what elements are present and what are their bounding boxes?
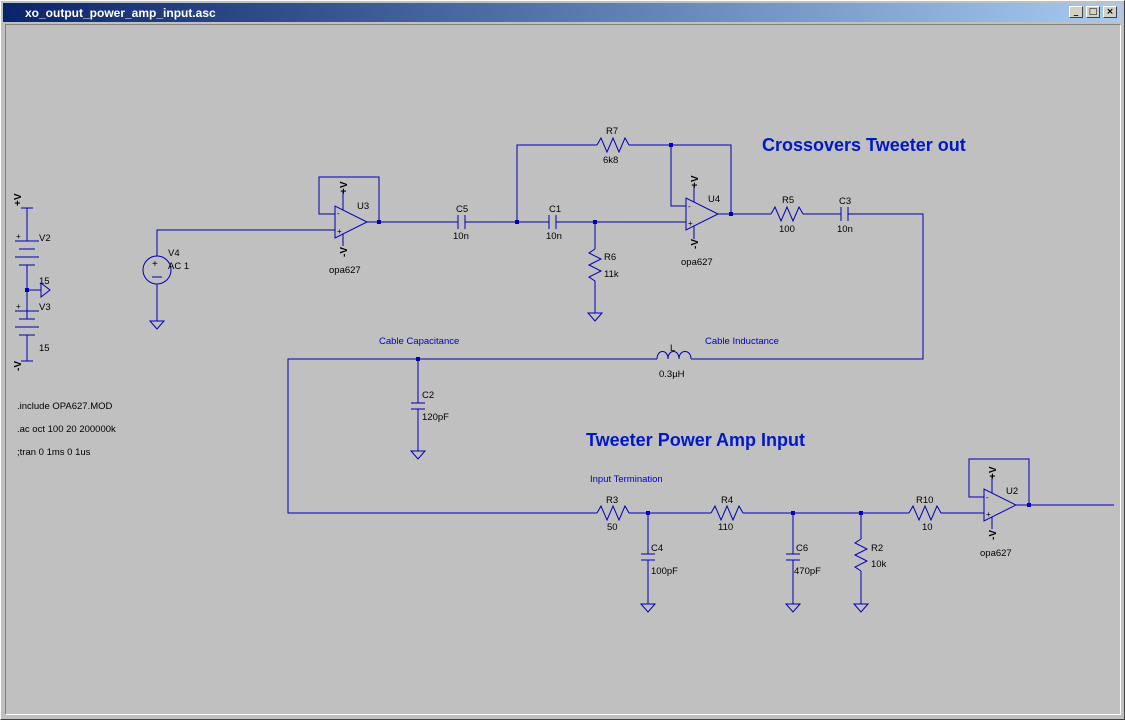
r7-value: 6k8 xyxy=(603,155,618,166)
u4-plus-v: +V xyxy=(690,175,701,188)
title-bar[interactable]: xo_output_power_amp_input.asc _ □ × xyxy=(3,3,1122,22)
svg-text:-: - xyxy=(688,202,691,211)
c1-value: 10n xyxy=(546,231,562,242)
v3-value: 15 xyxy=(39,343,50,354)
directive-include[interactable]: .include OPA627.MOD xyxy=(17,401,113,412)
u3-minus-v: -V xyxy=(339,247,350,257)
u2-name: U2 xyxy=(1006,486,1018,497)
r10-name: R10 xyxy=(916,495,933,506)
r3-value: 50 xyxy=(607,522,618,533)
resistor-r5[interactable]: R5 100 xyxy=(770,195,804,235)
inductor-l[interactable]: L 0.3µH xyxy=(656,343,692,380)
schematic-drawing[interactable]: Crossovers Tweeter out Tweeter Power Amp… xyxy=(6,25,1120,714)
svg-text:-: - xyxy=(337,209,340,218)
annotation-cable-capacitance: Cable Capacitance xyxy=(379,336,459,347)
resistor-r7[interactable]: R7 6k8 xyxy=(596,126,630,166)
svg-text:+: + xyxy=(16,302,21,311)
l-name: L xyxy=(670,343,675,354)
v4-name: V4 xyxy=(168,248,180,259)
svg-text:+: + xyxy=(152,259,158,270)
c1-name: C1 xyxy=(549,204,561,215)
v3-name: V3 xyxy=(39,302,51,313)
source-v4[interactable]: + V4 AC 1 xyxy=(142,229,335,330)
u2-model: opa627 xyxy=(980,548,1012,559)
c2-value: 120pF xyxy=(422,412,449,423)
resistor-r3[interactable]: R3 50 xyxy=(596,495,630,533)
u4-name: U4 xyxy=(708,194,720,205)
r5-name: R5 xyxy=(782,195,794,206)
cap-c2[interactable]: C2 120pF xyxy=(411,390,449,423)
c6-name: C6 xyxy=(796,543,808,554)
resistor-r2[interactable]: R2 10k xyxy=(853,538,887,572)
r3-name: R3 xyxy=(606,495,618,506)
resistor-r6[interactable]: R6 11k xyxy=(587,248,619,282)
cap-c4[interactable]: C4 100pF xyxy=(641,543,678,577)
svg-text:+: + xyxy=(337,227,342,236)
r4-name: R4 xyxy=(721,495,733,506)
opamp-u3[interactable]: - + +V -V U3 opa627 xyxy=(318,176,381,276)
opamp-u4[interactable]: - + +V -V U4 opa627 xyxy=(681,175,720,268)
r6-value: 11k xyxy=(604,269,619,280)
window-title: xo_output_power_amp_input.asc xyxy=(25,6,216,20)
r10-value: 10 xyxy=(922,522,933,533)
cap-c3[interactable]: C3 10n xyxy=(837,196,853,235)
maximize-button[interactable]: □ xyxy=(1086,6,1100,18)
resistor-r10[interactable]: R10 10 xyxy=(908,495,942,533)
schematic-canvas[interactable]: Crossovers Tweeter out Tweeter Power Amp… xyxy=(5,24,1121,715)
heading-tweeter-amp: Tweeter Power Amp Input xyxy=(586,430,805,450)
r2-name: R2 xyxy=(871,543,883,554)
supply-v2-v3[interactable]: +V + + -V V2 15 V3 15 xyxy=(13,193,51,371)
annotation-cable-inductance: Cable Inductance xyxy=(705,336,779,347)
c5-value: 10n xyxy=(453,231,469,242)
c4-value: 100pF xyxy=(651,566,678,577)
u2-plus-v: +V xyxy=(988,466,999,479)
svg-text:+: + xyxy=(688,219,693,228)
power-flag-minus-supply: -V xyxy=(13,361,24,371)
c3-value: 10n xyxy=(837,224,853,235)
v4-value: AC 1 xyxy=(168,261,189,272)
resistor-r4[interactable]: R4 110 xyxy=(710,495,744,533)
c2-name: C2 xyxy=(422,390,434,401)
c4-name: C4 xyxy=(651,543,663,554)
v2-name: V2 xyxy=(39,233,51,244)
directive-tran[interactable]: ;tran 0 1ms 0 1us xyxy=(17,447,91,458)
svg-text:+: + xyxy=(16,232,21,241)
u2-minus-v: -V xyxy=(988,530,999,540)
r6-name: R6 xyxy=(604,252,616,263)
c5-name: C5 xyxy=(456,204,468,215)
u3-plus-v: +V xyxy=(339,181,350,194)
annotation-input-termination: Input Termination xyxy=(590,474,663,485)
svg-text:-: - xyxy=(986,493,989,502)
u3-name: U3 xyxy=(357,201,369,212)
c3-name: C3 xyxy=(839,196,851,207)
directive-ac[interactable]: .ac oct 100 20 200000k xyxy=(17,424,116,435)
c6-value: 470pF xyxy=(794,566,821,577)
u4-model: opa627 xyxy=(681,257,713,268)
opamp-u2[interactable]: - + +V -V U2 opa627 xyxy=(968,458,1031,559)
u3-model: opa627 xyxy=(329,265,361,276)
v2-value: 15 xyxy=(39,276,50,287)
r5-value: 100 xyxy=(779,224,795,235)
close-button[interactable]: × xyxy=(1103,6,1117,18)
cap-c1[interactable]: C1 10n xyxy=(546,204,562,242)
cap-c5[interactable]: C5 10n xyxy=(453,204,469,242)
cap-c6[interactable]: C6 470pF xyxy=(786,543,821,577)
minimize-button[interactable]: _ xyxy=(1069,6,1083,18)
svg-text:+: + xyxy=(986,510,991,519)
heading-crossovers: Crossovers Tweeter out xyxy=(762,135,966,155)
r2-value: 10k xyxy=(871,559,887,570)
l-value: 0.3µH xyxy=(659,369,685,380)
r7-name: R7 xyxy=(606,126,618,137)
r4-value: 110 xyxy=(718,522,733,533)
u4-minus-v: -V xyxy=(690,239,701,249)
power-flag-plus-supply: +V xyxy=(13,193,24,206)
